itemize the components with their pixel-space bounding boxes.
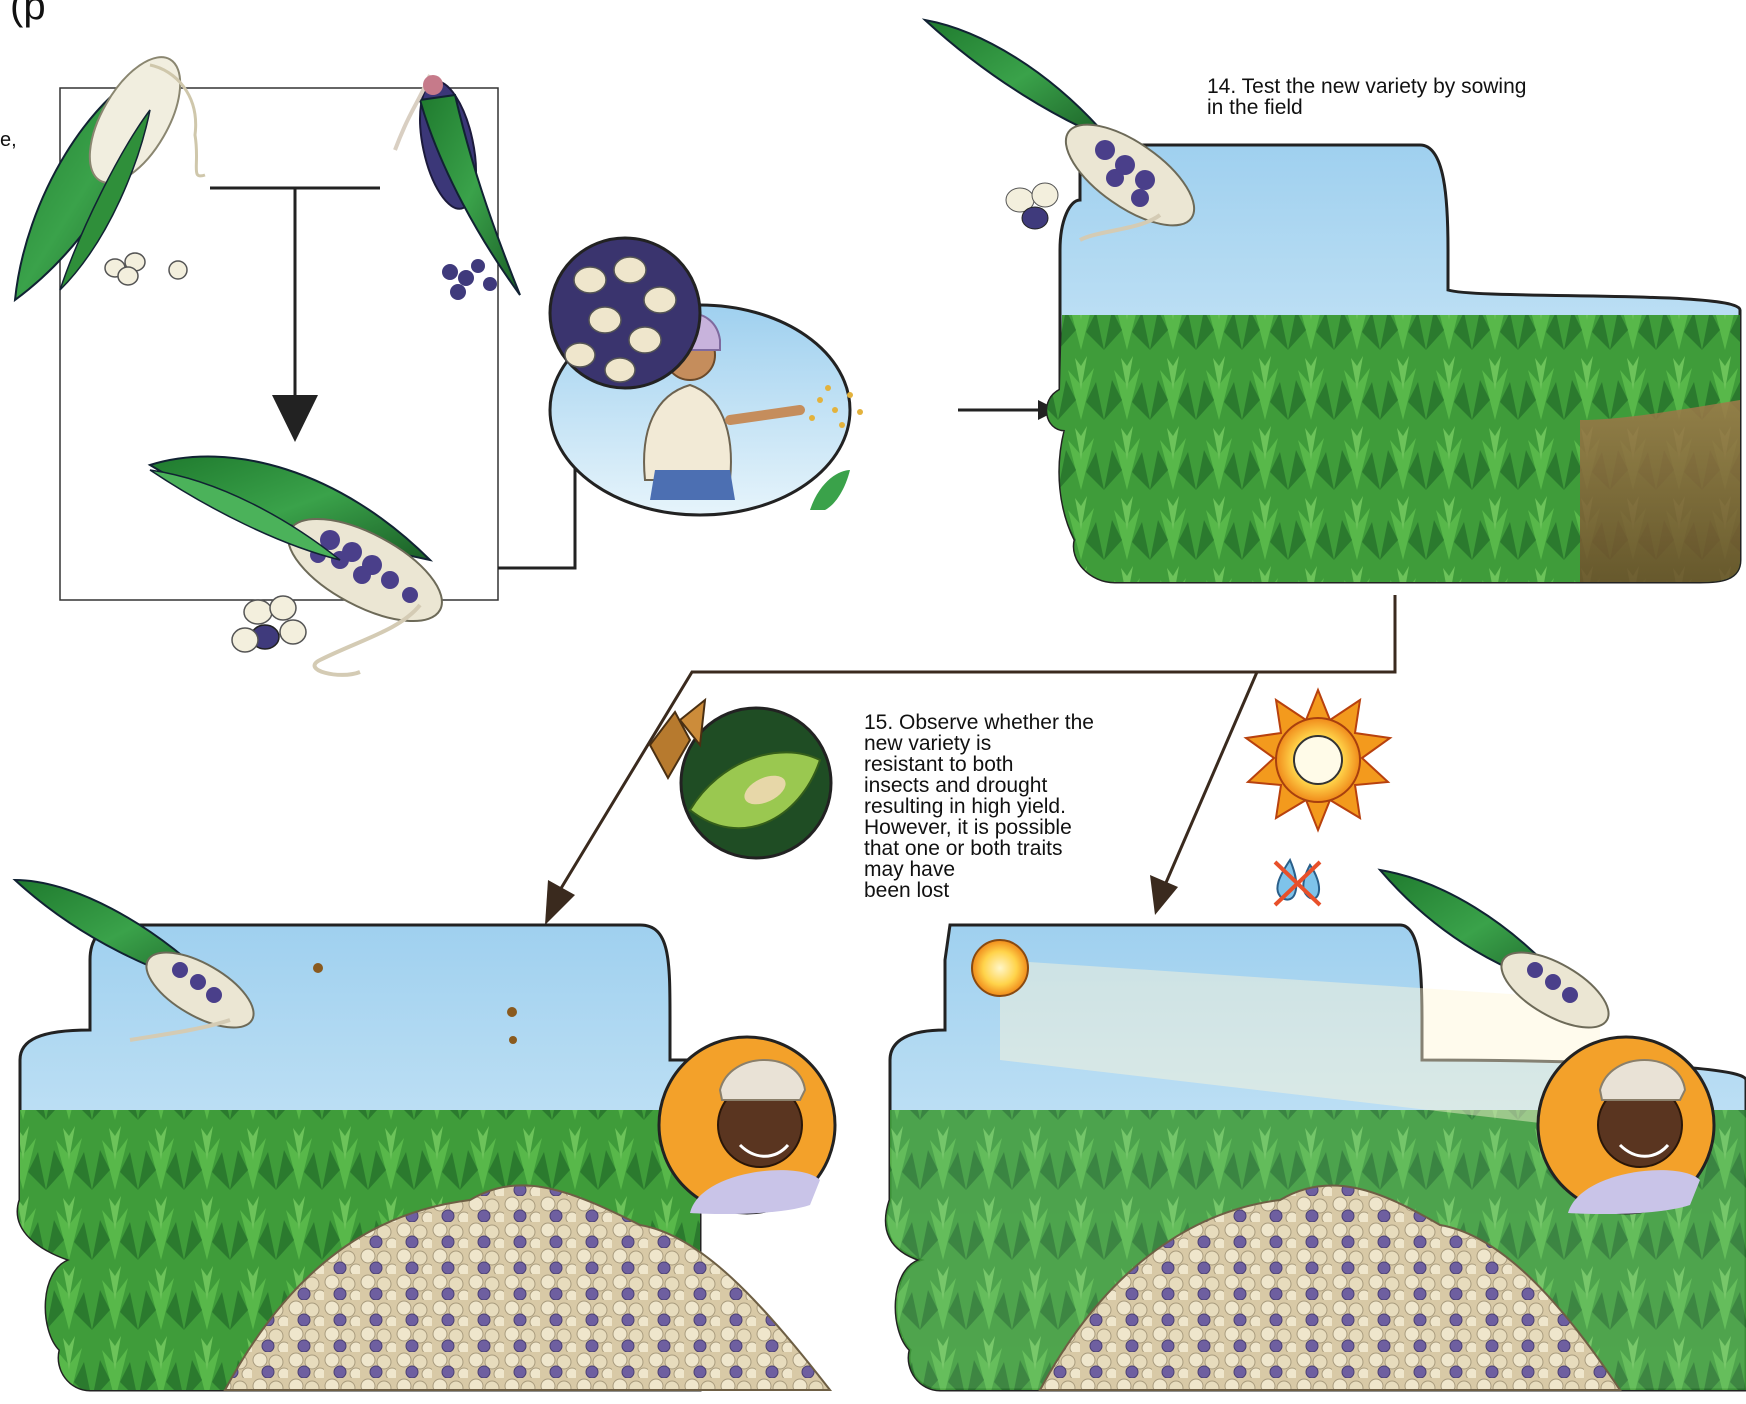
sun-icon (1246, 690, 1390, 830)
cross-down-arrowhead (272, 395, 318, 442)
hybrid-corn-cob-icon (150, 457, 457, 675)
seed-mix-closeup-icon (550, 238, 700, 388)
no-water-icon (1275, 860, 1320, 905)
drought-happy-farmer-icon (1538, 1037, 1714, 1214)
white-seeds-icon (105, 253, 187, 285)
step-14-text: 14. Test the new variety by sowing in th… (1207, 76, 1647, 118)
hybrid-seeds-icon (232, 596, 306, 652)
caterpillar-on-leaf-icon (681, 708, 831, 858)
step-15-text: 15. Observe whether the new variety is r… (864, 712, 1164, 901)
purple-seeds-icon (442, 259, 497, 300)
happy-farmer-icon (659, 1037, 835, 1214)
purple-corn-cob-icon (395, 75, 520, 295)
field-to-drought-arrow (1165, 672, 1257, 885)
